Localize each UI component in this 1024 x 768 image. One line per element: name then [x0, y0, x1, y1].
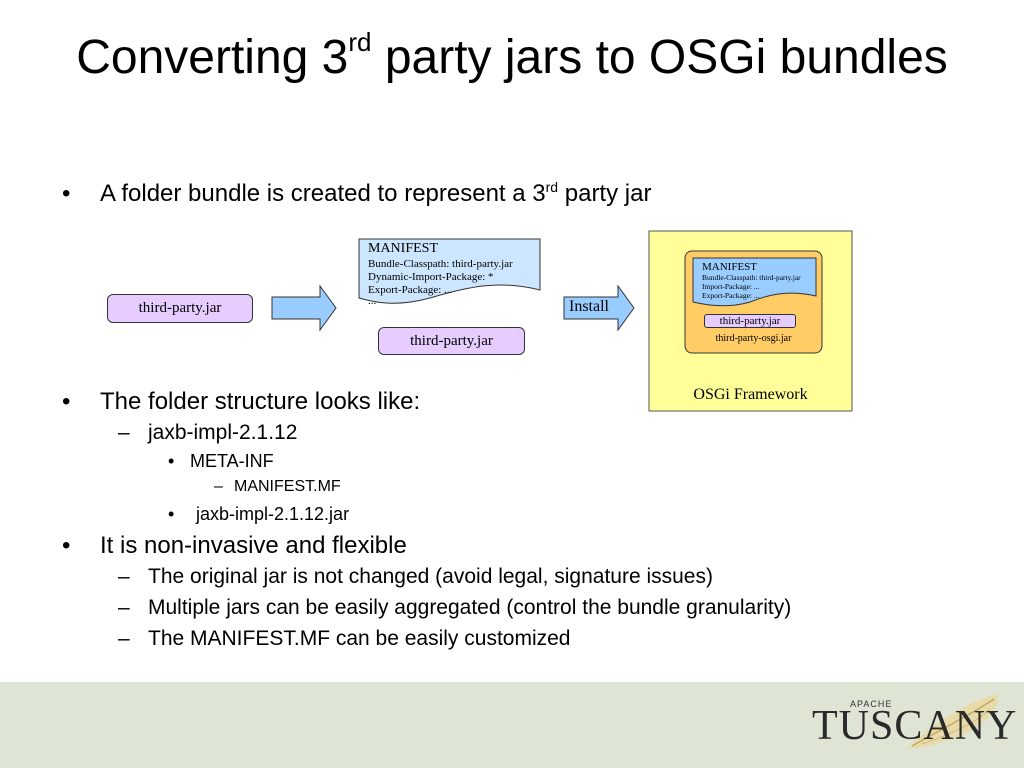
sub-bullet-marker: –	[118, 421, 130, 444]
sub-sub-bullet-marker: •	[168, 451, 175, 471]
arrow-right-icon	[271, 284, 337, 332]
bullet-text-post: party jar	[558, 180, 652, 207]
footer-band	[0, 682, 1024, 768]
fw-manifest-title: MANIFEST	[702, 261, 758, 273]
source-jar-label: third-party.jar	[138, 300, 222, 316]
bundle-jar-label: third-party.jar	[410, 333, 493, 349]
bullet-text: A folder bundle is created to represent …	[100, 180, 651, 208]
logo-apache-text: APACHE	[850, 699, 893, 709]
manifest-line-4: ...	[368, 295, 377, 307]
fw-inner-jar-label: third-party.jar	[719, 315, 781, 327]
bullet-superscript: rd	[545, 179, 559, 195]
tuscany-feather-icon	[907, 694, 998, 749]
install-arrow-icon	[563, 284, 635, 332]
level4-bullet-text: MANIFEST.MF	[234, 478, 341, 495]
manifest-title: MANIFEST	[368, 241, 439, 256]
fw-bundle-name: third-party-osgi.jar	[715, 333, 792, 344]
bullet-text: The folder structure looks like:	[100, 388, 421, 415]
install-label: Install	[569, 298, 609, 315]
slide-title: Converting 3rd party jars to OSGi bundle…	[0, 27, 1024, 86]
title-text: Converting 3	[76, 31, 349, 84]
sub-bullet-text: The MANIFEST.MF can be easily customized	[148, 627, 571, 650]
bullet-text: It is non-invasive and flexible	[100, 532, 407, 559]
framework-label: OSGi Framework	[693, 386, 808, 403]
sub-bullet-text: Multiple jars can be easily aggregated (…	[148, 596, 792, 619]
fw-manifest-line-2: Import-Package: ...	[702, 282, 760, 291]
bullet-marker: •	[62, 180, 71, 207]
sub-sub-bullet-text: jaxb-impl-2.1.12.jar	[196, 504, 350, 524]
level4-bullet-marker: –	[214, 478, 223, 495]
bundle-jar-box: third-party.jar	[378, 327, 525, 355]
fw-manifest-line-1: Bundle-Classpath: third-party.jar	[702, 273, 801, 282]
sub-bullet-marker: –	[118, 627, 130, 650]
sub-bullet-marker: –	[118, 596, 130, 619]
bullet-marker: •	[62, 388, 71, 415]
source-jar-box: third-party.jar	[107, 294, 253, 323]
logo-tuscany-text: TUSCANY	[812, 703, 1018, 749]
sub-sub-bullet-marker: •	[168, 504, 175, 524]
fw-manifest-line-3: Export-Package: ...	[702, 291, 760, 300]
title-superscript: rd	[348, 27, 372, 57]
title-text-rest: party jars to OSGi bundles	[371, 31, 948, 84]
bullet-marker: •	[62, 532, 71, 559]
bullet-text-pre: A folder bundle is created to represent …	[100, 180, 546, 207]
manifest-line-1: Bundle-Classpath: third-party.jar	[368, 258, 513, 270]
framework-manifest-icon	[692, 257, 817, 307]
manifest-line-2: Dynamic-Import-Package: *	[368, 271, 494, 283]
fw-inner-jar-box: third-party.jar	[704, 314, 796, 328]
sub-bullet-marker: –	[118, 565, 130, 588]
sub-bullet-text: The original jar is not changed (avoid l…	[148, 565, 713, 588]
sub-bullet-text: jaxb-impl-2.1.12	[148, 421, 298, 444]
sub-sub-bullet-text: META-INF	[190, 451, 274, 471]
manifest-document-icon	[358, 238, 541, 304]
manifest-line-3: Export-Package: ...	[368, 284, 453, 296]
